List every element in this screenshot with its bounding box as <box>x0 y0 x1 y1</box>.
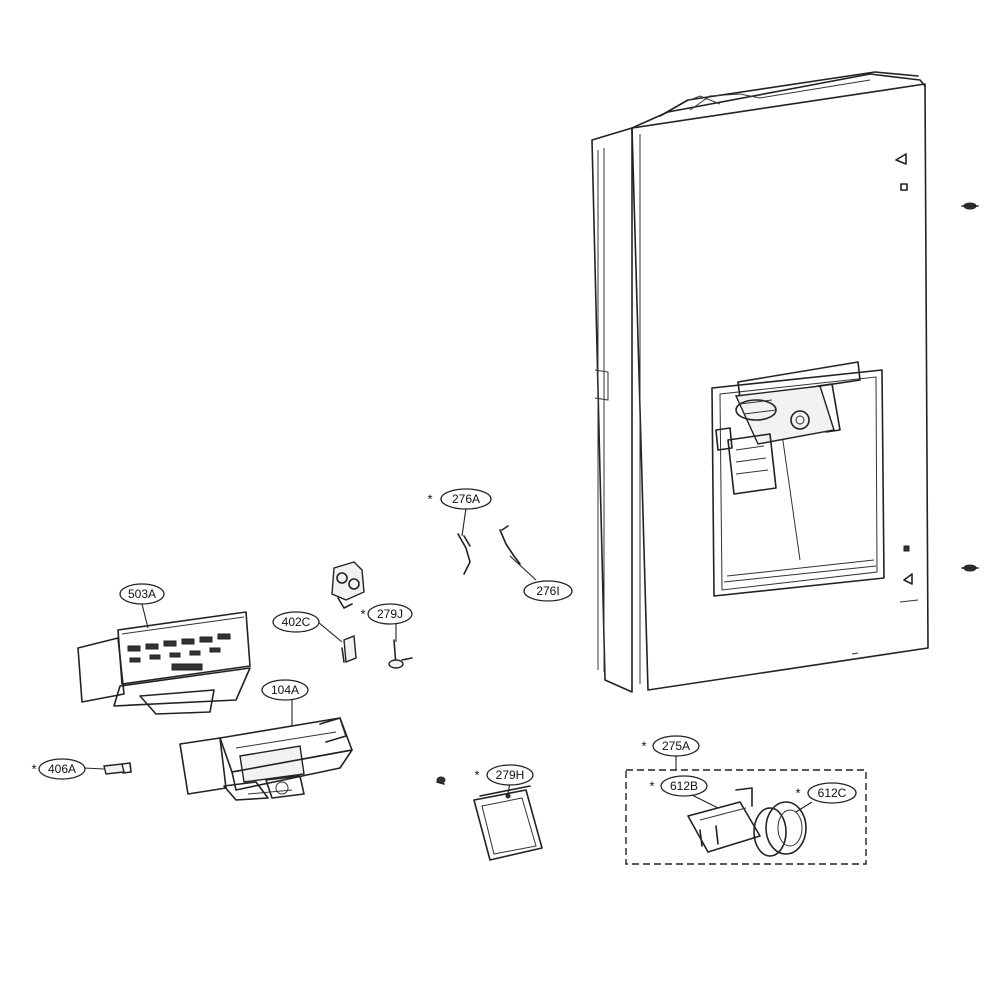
star-marker: * <box>427 492 432 507</box>
star-marker: * <box>360 607 365 622</box>
callout-label: 612C <box>818 786 847 800</box>
callout-label: 276I <box>536 584 559 598</box>
motor-612c <box>753 801 807 857</box>
control-panel-503a <box>77 611 251 715</box>
spring-276i <box>499 525 521 565</box>
star-marker: * <box>31 762 36 777</box>
callout-275a: * 275A <box>641 735 700 757</box>
callout-612b: * 612B <box>649 775 708 797</box>
screw-small <box>436 776 446 785</box>
door-screw-lower <box>961 564 979 572</box>
callout-label: 275A <box>662 739 690 753</box>
callout-279j: * 279J <box>360 603 413 625</box>
callout-label: 279H <box>496 768 525 782</box>
callout-503a: 503A <box>119 583 165 605</box>
callout-406a: * 406A <box>31 758 86 780</box>
actuator-part <box>331 561 365 609</box>
pin-279j <box>388 639 413 669</box>
motor-612b <box>687 787 761 853</box>
panel-buttons <box>127 633 231 671</box>
star-marker: * <box>795 786 800 801</box>
star-marker: * <box>474 768 479 783</box>
cover-279h <box>473 785 543 861</box>
callout-label: 612B <box>670 779 698 793</box>
callout-276a: * 276A <box>427 488 492 510</box>
star-marker: * <box>649 779 654 794</box>
callout-label: 104A <box>271 683 299 697</box>
callout-402c: 402C <box>272 611 320 633</box>
leader-lines <box>83 507 813 813</box>
callout-276i: 276I <box>523 580 573 602</box>
door-screw-upper <box>961 202 979 210</box>
group-box-275a <box>625 769 867 865</box>
callout-label: 402C <box>282 615 311 629</box>
star-marker: * <box>641 739 646 754</box>
callout-label: 406A <box>48 762 76 776</box>
callout-612c: * 612C <box>795 782 857 804</box>
refrigerator-door <box>591 71 929 693</box>
screw-406a <box>103 762 132 775</box>
callout-label: 276A <box>452 492 480 506</box>
spring-276a <box>457 533 471 575</box>
callout-label: 503A <box>128 587 156 601</box>
housing-104a <box>179 717 353 801</box>
callout-label: 279J <box>377 607 403 621</box>
callout-279h: * 279H <box>474 764 534 786</box>
bracket-402c <box>341 635 357 663</box>
callout-104a: 104A <box>261 679 309 701</box>
